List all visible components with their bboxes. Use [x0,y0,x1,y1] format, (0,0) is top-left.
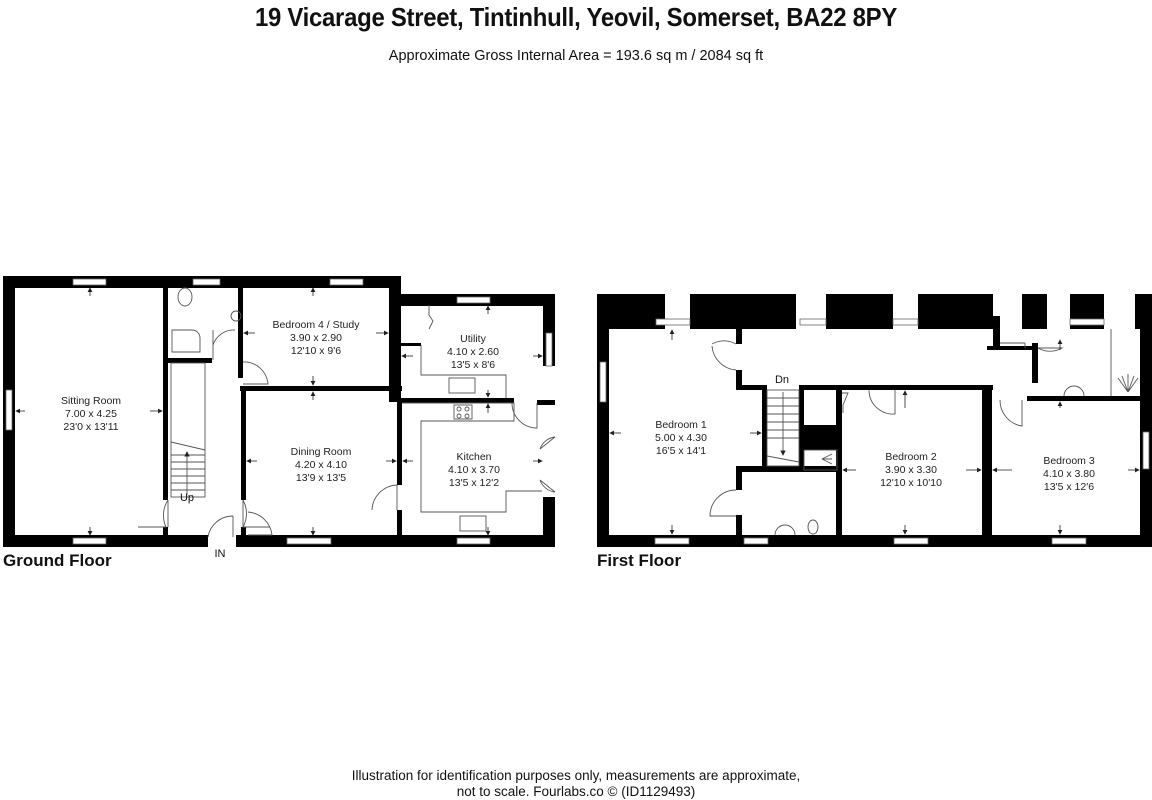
room-metric: 4.10 x 3.70 [448,464,500,476]
room-metric: 3.90 x 2.90 [290,332,342,344]
room-utility: Utility 4.10 x 2.60 13'5 x 8'6 [447,333,499,372]
room-metric: 4.10 x 3.80 [1043,468,1095,480]
room-imperial: 13'5 x 8'6 [450,359,496,371]
room-bedroom-4-study: Bedroom 4 / Study 3.90 x 2.90 12'10 x 9'… [273,319,360,358]
room-name: Dining Room [290,446,352,458]
room-imperial: 13'5 x 12'2 [448,477,500,489]
room-bedroom-1: Bedroom 1 5.00 x 4.30 16'5 x 14'1 [655,419,707,458]
room-name: Utility [460,333,486,345]
disclaimer-line-2: not to scale. Fourlabs.co © (ID1129493) [456,784,696,799]
first-floor-dimension-arrows [609,329,1140,535]
room-name: Sitting Room [60,395,122,407]
room-metric: 3.90 x 3.30 [885,464,937,476]
room-dining-room: Dining Room 4.20 x 4.10 13'9 x 13'5 [291,446,352,485]
room-imperial: 12'10 x 10'10 [880,477,942,489]
first-floor-walls [597,294,1152,547]
entrance-label: IN [214,548,226,560]
ground-floor-fixtures [138,287,556,538]
room-name: Bedroom 2 [885,451,937,463]
disclaimer-line-1: Illustration for identification purposes… [351,768,801,783]
room-imperial: 23'0 x 13'11 [63,421,119,433]
room-metric: 4.20 x 4.10 [295,459,347,471]
room-metric: 4.10 x 2.60 [447,346,499,358]
ground-floor-label: Ground Floor [3,551,112,570]
first-floor-windows [599,318,1150,545]
property-address-title: 19 Vicarage Street, Tintinhull, Yeovil, … [254,2,898,32]
room-metric: 5.00 x 4.30 [655,432,707,444]
ground-floor-dimension-arrows [15,287,543,536]
stairs-down-label: Dn [774,374,790,386]
first-floor-label: First Floor [597,551,682,570]
room-kitchen: Kitchen 4.10 x 3.70 13'5 x 12'2 [448,451,500,490]
room-name: Bedroom 3 [1043,455,1095,467]
room-name: Bedroom 4 / Study [272,319,360,331]
room-imperial: 16'5 x 14'1 [655,445,707,457]
room-name: Kitchen [456,451,492,463]
ground-floor-windows [5,278,553,545]
room-sitting-room: Sitting Room 7.00 x 4.25 23'0 x 13'11 [61,395,121,434]
room-bedroom-3: Bedroom 3 4.10 x 3.80 13'5 x 12'6 [1043,455,1095,494]
room-bedroom-2: Bedroom 2 3.90 x 3.30 12'10 x 10'10 [880,451,942,490]
room-imperial: 12'10 x 9'6 [290,345,342,357]
first-floor-fixtures [709,329,1139,536]
gross-internal-area: Approximate Gross Internal Area = 193.6 … [388,48,764,64]
room-imperial: 13'9 x 13'5 [295,472,347,484]
room-metric: 7.00 x 4.25 [65,408,117,420]
disclaimer-footer: Illustration for identification purposes… [0,768,1152,800]
room-name: Bedroom 1 [655,419,707,431]
room-imperial: 13'5 x 12'6 [1043,481,1095,493]
stairs-up-label: Up [179,492,195,504]
